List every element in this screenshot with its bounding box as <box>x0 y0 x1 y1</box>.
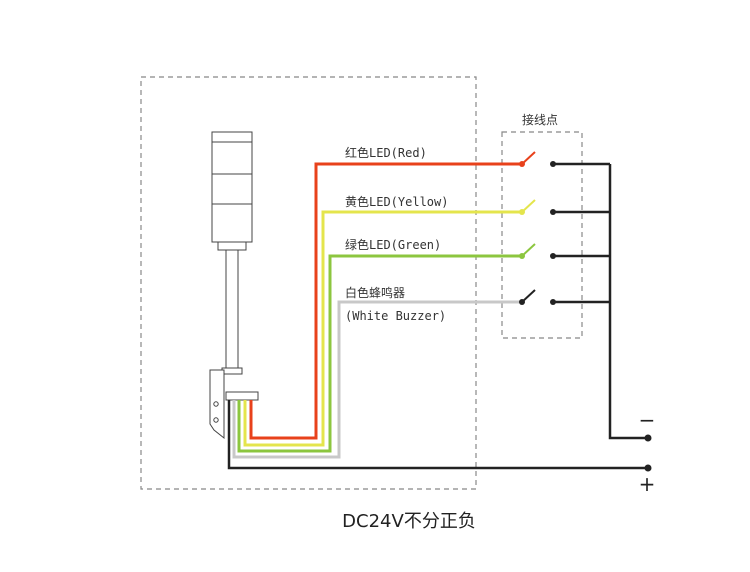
tower-light-cap <box>211 131 253 143</box>
switch-red-lever <box>521 151 536 165</box>
tower-light-tier-top <box>211 141 253 175</box>
wire-red <box>249 162 522 440</box>
mounting-bracket <box>209 369 225 440</box>
negative-bus <box>553 162 648 440</box>
switch-white <box>519 289 556 305</box>
mounting-hole-top-icon <box>213 401 219 407</box>
switch-green-lever <box>521 243 536 257</box>
positive-terminal-dot <box>644 464 652 472</box>
wire-green-path <box>237 254 522 453</box>
wire-common-path <box>227 400 648 470</box>
bus-trunk <box>608 164 648 440</box>
wire-white-label-line2: (White Buzzer) <box>345 309 446 323</box>
tower-light-tier-bottom <box>211 203 253 243</box>
wire-green-label: 绿色LED(Green) <box>345 237 441 252</box>
tower-light-collar <box>217 241 247 251</box>
wire-common <box>227 400 648 470</box>
switch-yellow-lever <box>521 199 536 213</box>
switch-red <box>519 151 556 167</box>
diagram-caption: DC24V不分正负 <box>342 511 476 532</box>
switch-yellow <box>519 199 556 215</box>
mounting-hole-bottom-icon <box>213 417 219 423</box>
wire-white <box>232 300 522 459</box>
tower-light-pole <box>225 249 239 369</box>
wire-yellow-label: 黄色LED(Yellow) <box>345 195 448 209</box>
wire-yellow <box>243 210 522 447</box>
terminal-block-title: 接线点 <box>522 112 558 127</box>
wire-green <box>237 254 522 453</box>
tower-light-tier-middle <box>211 173 253 205</box>
wire-red-label: 红色LED(Red) <box>345 145 427 160</box>
wire-white-label-line1: 白色蜂鸣器 <box>345 285 405 300</box>
wire-white-path <box>232 300 522 459</box>
tower-light-enclosure-outline <box>140 76 477 490</box>
terminal-block-outline <box>501 131 583 339</box>
tower-light-pole-collar <box>221 367 243 375</box>
wire-red-path <box>249 162 522 440</box>
cable-gland <box>225 391 259 401</box>
tower-light <box>209 131 259 440</box>
switch-green <box>519 243 556 259</box>
minus-sign: − <box>639 408 656 432</box>
switch-white-lever <box>521 289 536 303</box>
plus-sign: + <box>639 472 656 496</box>
wire-yellow-path <box>243 210 522 447</box>
negative-terminal-dot <box>644 434 652 442</box>
